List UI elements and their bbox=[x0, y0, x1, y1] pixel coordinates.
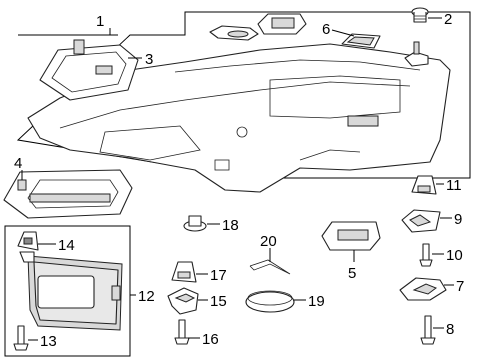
screw-13 bbox=[13, 325, 29, 351]
leader-6 bbox=[331, 29, 355, 37]
callout-20: 20 bbox=[260, 233, 277, 250]
callout-15: 15 bbox=[210, 293, 227, 310]
screw-8 bbox=[420, 315, 436, 345]
lamp-lens-19 bbox=[245, 290, 295, 313]
callout-2: 2 bbox=[444, 11, 452, 28]
callout-3: 3 bbox=[145, 51, 153, 68]
dome-lamp-housing bbox=[257, 13, 307, 35]
callout-12: 12 bbox=[138, 288, 155, 305]
visor-bracket-17 bbox=[171, 261, 197, 283]
clip-bracket bbox=[404, 41, 429, 67]
callout-5: 5 bbox=[348, 265, 356, 282]
callout-18: 18 bbox=[222, 217, 239, 234]
callout-4: 4 bbox=[14, 155, 22, 172]
switch-module bbox=[401, 209, 441, 233]
callout-10: 10 bbox=[446, 247, 463, 264]
callout-14: 14 bbox=[58, 237, 75, 254]
callout-19: 19 bbox=[308, 293, 325, 310]
callout-17: 17 bbox=[210, 267, 227, 284]
retainer-clip bbox=[411, 7, 429, 23]
visor-holder-15 bbox=[167, 287, 199, 315]
overhead-console-bracket bbox=[39, 39, 139, 101]
sun-visor-clip bbox=[411, 175, 437, 195]
overhead-console bbox=[3, 169, 133, 219]
visor-pivot-14 bbox=[17, 231, 39, 263]
callout-7: 7 bbox=[456, 278, 464, 295]
headliner-group-frame bbox=[16, 11, 471, 179]
callout-11: 11 bbox=[446, 177, 462, 194]
map-lamp bbox=[321, 221, 381, 251]
sun-visor-group-frame bbox=[4, 225, 131, 357]
sun-visor bbox=[27, 255, 123, 331]
callout-8: 8 bbox=[446, 321, 454, 338]
callout-16: 16 bbox=[202, 331, 219, 348]
callout-1: 1 bbox=[96, 13, 104, 30]
callout-6: 6 bbox=[322, 21, 330, 38]
headliner-panel bbox=[27, 43, 451, 193]
retainer-18 bbox=[183, 215, 207, 232]
callout-13: 13 bbox=[40, 333, 57, 350]
callout-9: 9 bbox=[454, 211, 462, 228]
wire-clip bbox=[249, 259, 291, 275]
screw-16 bbox=[174, 319, 190, 345]
coat-hook bbox=[399, 277, 447, 301]
sunroof-switch-bezel bbox=[341, 33, 381, 49]
dome-lamp-lens bbox=[209, 25, 259, 41]
screw-10 bbox=[419, 243, 433, 267]
